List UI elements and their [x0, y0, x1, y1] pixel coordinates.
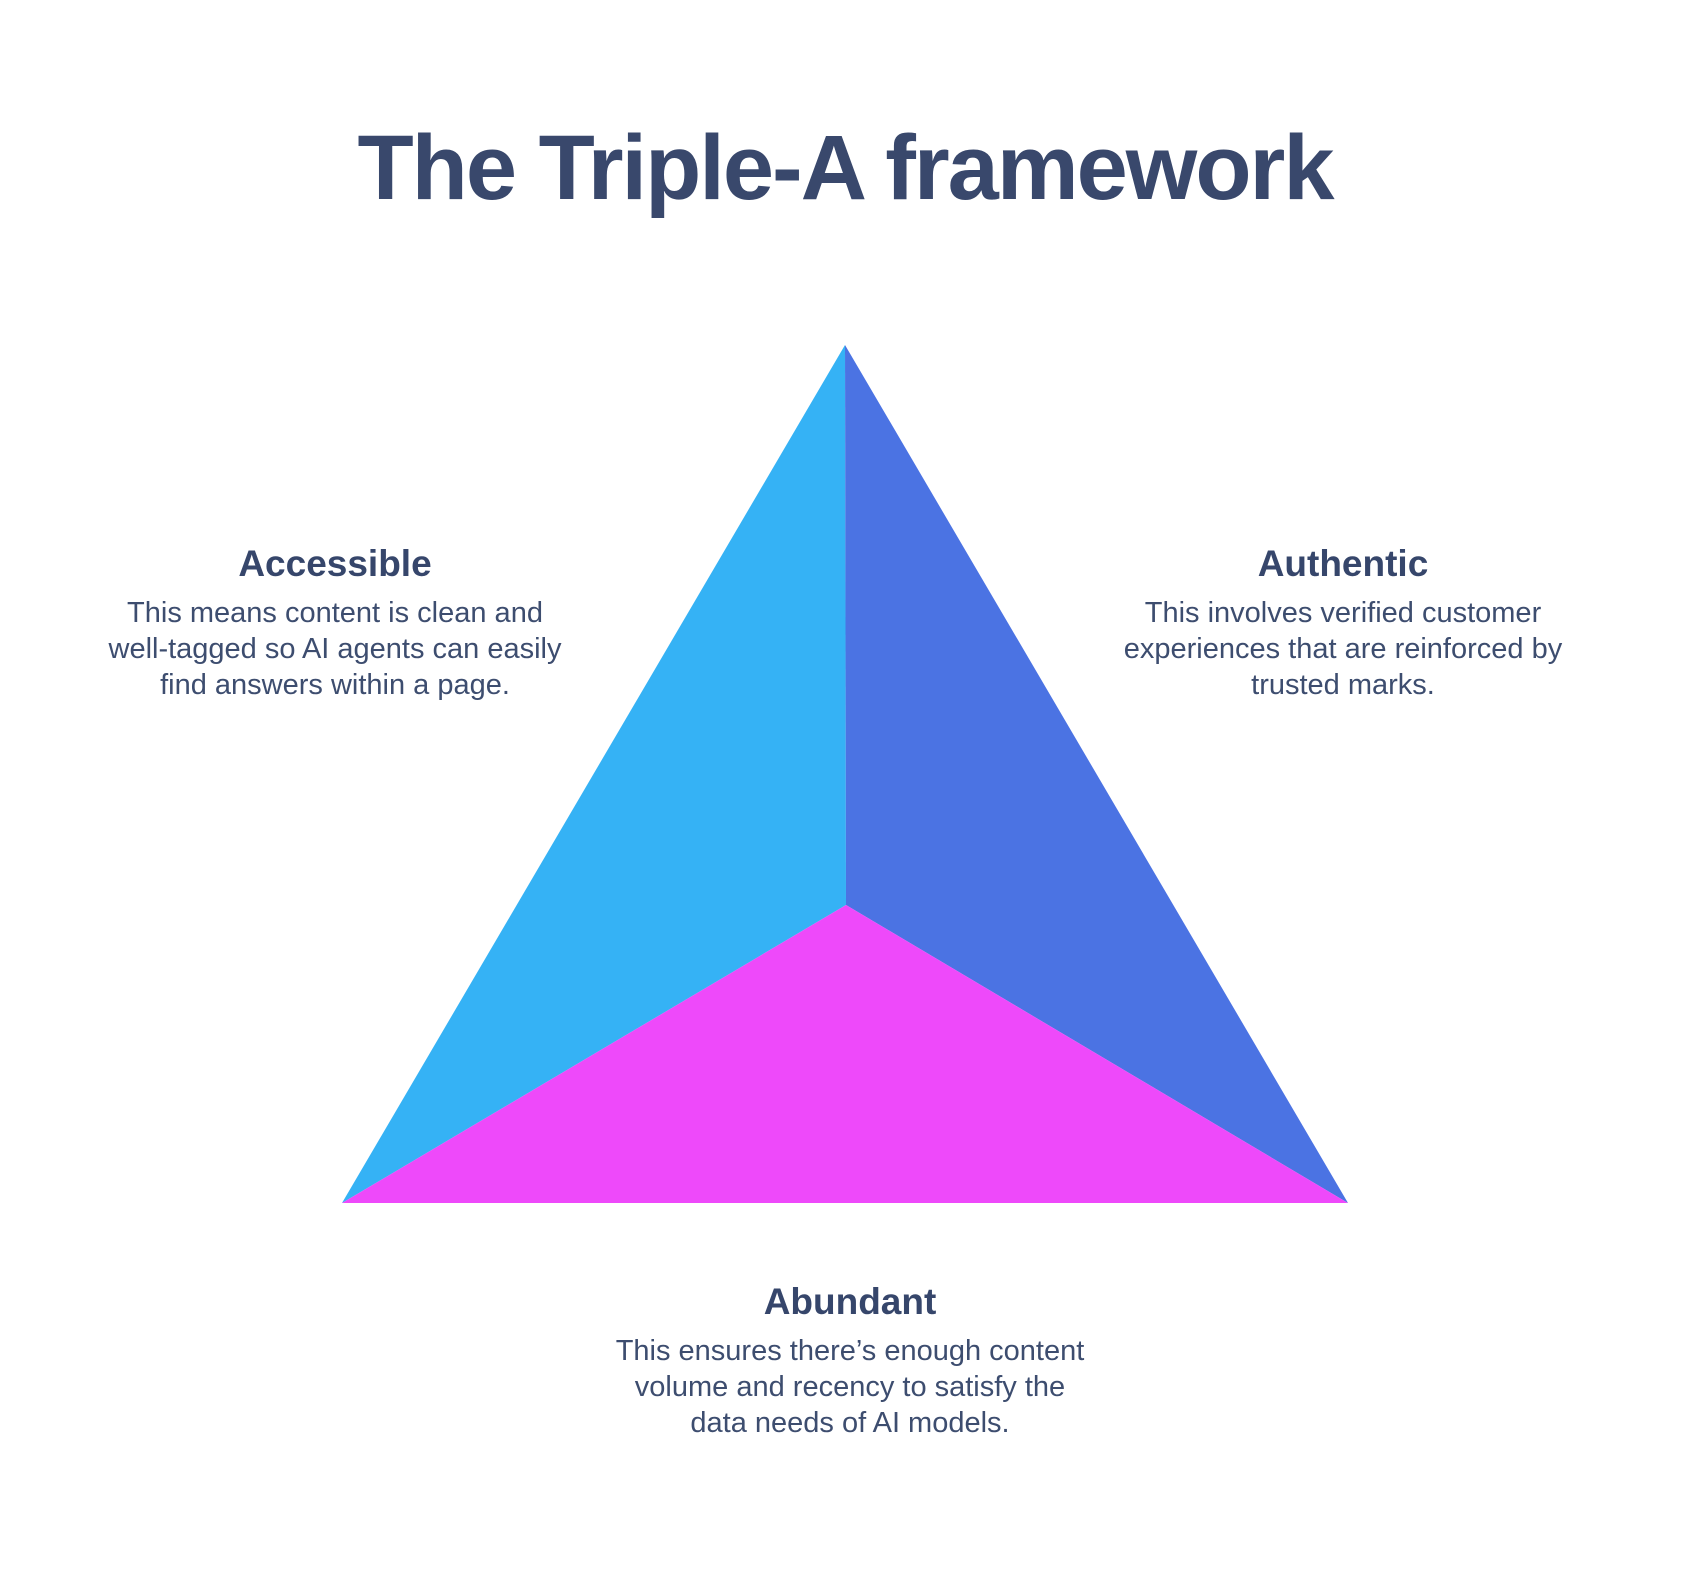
abundant-description-line: This ensures there’s enough content: [615, 1335, 1085, 1367]
authentic-description-line: experiences that are reinforced by: [1123, 633, 1563, 665]
authentic-heading: Authentic: [1257, 543, 1429, 584]
abundant-label-block: Abundant This ensures there’s enough con…: [595, 1283, 1105, 1441]
page-title: The Triple-A framework: [357, 117, 1334, 219]
abundant-description-line: volume and recency to satisfy the: [634, 1371, 1066, 1403]
accessible-description-line: well-tagged so AI agents can easily: [108, 633, 562, 665]
accessible-description-line: This means content is clean and: [127, 597, 543, 629]
accessible-label-block: Accessible This means content is clean a…: [85, 545, 585, 703]
accessible-heading: Accessible: [238, 543, 432, 584]
abundant-description-line: data needs of AI models.: [690, 1407, 1010, 1439]
authentic-description: This involves verified customer experien…: [1093, 595, 1593, 703]
abundant-description: This ensures there’s enough content volu…: [595, 1333, 1105, 1441]
triangle-section-authentic: [845, 345, 1348, 1203]
accessible-description-line: find answers within a page.: [160, 669, 510, 701]
abundant-heading: Abundant: [763, 1281, 937, 1322]
authentic-description-line: This involves verified customer: [1144, 597, 1542, 629]
triangle-section-accessible: [342, 345, 846, 1203]
authentic-description-line: trusted marks.: [1251, 669, 1435, 701]
triangle-section-abundant: [342, 905, 1348, 1203]
authentic-label-block: Authentic This involves verified custome…: [1093, 545, 1593, 703]
accessible-description: This means content is clean and well-tag…: [85, 595, 585, 703]
